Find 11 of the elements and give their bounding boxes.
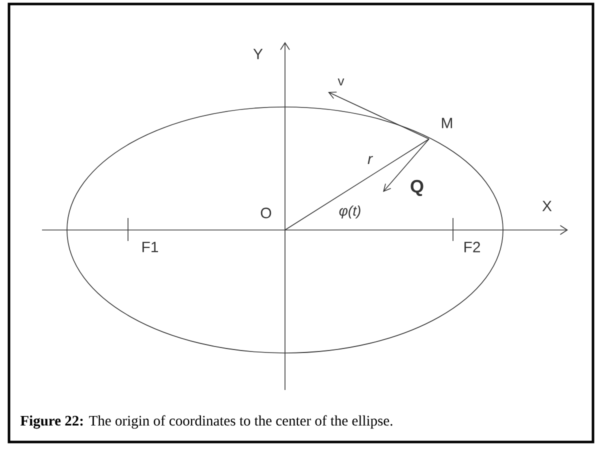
axis-label: O [260, 208, 272, 218]
axis-label: M [442, 118, 452, 128]
axis-label: F1 [142, 242, 158, 252]
axis-label: X [542, 200, 552, 212]
vector-label: v [338, 78, 344, 86]
axis-label: F2 [464, 242, 480, 252]
vector-label: Q [410, 180, 424, 196]
axis-label: Y [253, 48, 263, 60]
angle-label: φ(t) [339, 205, 360, 219]
caption: Figure 22: The origin of coordinates to the center of the ellipse. [20, 415, 392, 429]
radius-label: r [368, 156, 373, 164]
